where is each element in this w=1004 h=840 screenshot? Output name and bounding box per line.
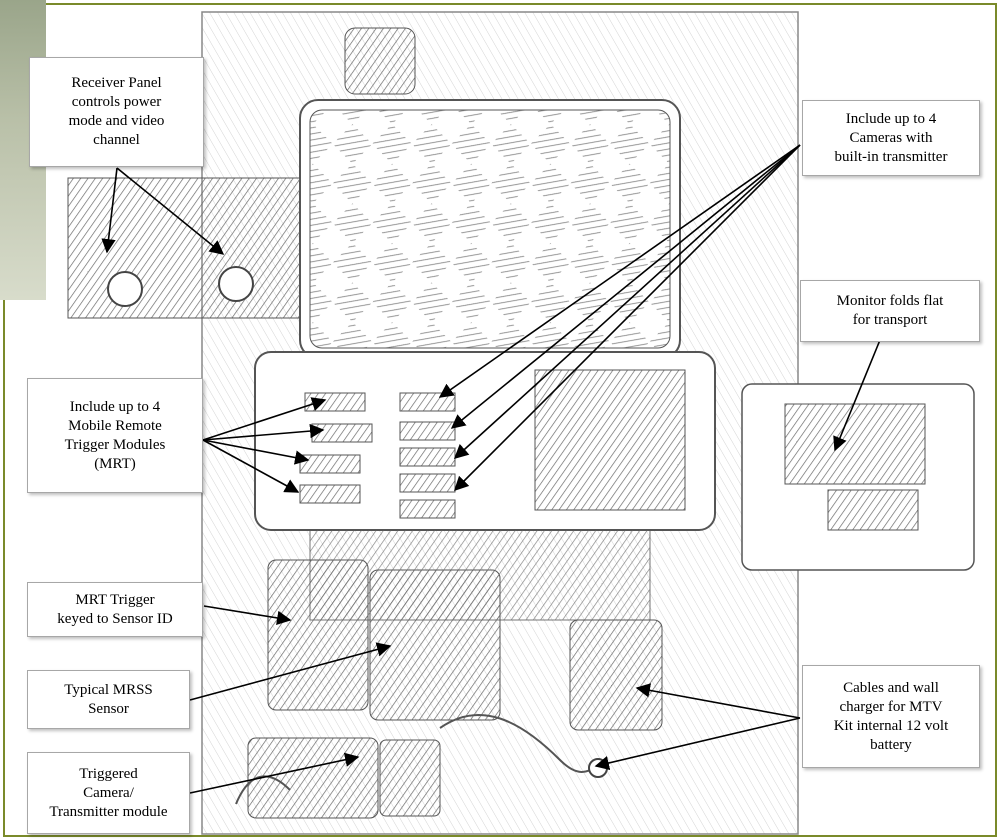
camera-slot [399, 392, 456, 412]
arrow [594, 717, 801, 771]
arrow [453, 144, 801, 459]
arrow [635, 683, 801, 719]
mrt-slot [304, 392, 366, 412]
figure-frame [3, 3, 997, 837]
callout-cameras: Include up to 4 Cameras with built-in tr… [802, 100, 980, 176]
callout-monitor: Monitor folds flat for transport [800, 280, 980, 342]
arrow [202, 439, 310, 465]
arrow [189, 642, 392, 701]
callout-triggered-camera: Triggered Camera/ Transmitter module [27, 752, 190, 834]
lid-foam [309, 109, 671, 349]
camera-slot [399, 421, 456, 441]
arrow [202, 439, 300, 493]
arrow [453, 144, 801, 492]
case-lower-body [309, 529, 651, 621]
callout-mrt-modules: Include up to 4 Mobile Remote Trigger Mo… [27, 378, 203, 493]
receiver-panel [67, 177, 301, 319]
callout-receiver-panel: Receiver Panel controls power mode and v… [29, 57, 204, 167]
arrow [203, 605, 292, 626]
monitor-screen [534, 369, 686, 511]
case-handle [344, 27, 416, 95]
callout-arrows [101, 144, 881, 794]
arrow [116, 167, 225, 255]
battery-charger [569, 619, 663, 731]
cable [235, 775, 291, 805]
mrt-slot [311, 423, 373, 443]
camera-slot [399, 447, 456, 467]
arrow [450, 144, 801, 429]
callout-mrss-sensor: Typical MRSS Sensor [27, 670, 190, 729]
camera-slot [399, 473, 456, 493]
triggered-camera-device [247, 737, 379, 819]
arrow [833, 339, 881, 452]
callout-cables: Cables and wall charger for MTV Kit inte… [802, 665, 980, 768]
arrow [202, 423, 325, 441]
receiver-knob-left [107, 271, 143, 307]
mrt-slot [299, 484, 361, 504]
callout-mrt-trigger: MRT Trigger keyed to Sensor ID [27, 582, 203, 637]
arrow [189, 752, 360, 794]
receiver-knob-right [218, 266, 254, 302]
mrt-slot [299, 454, 361, 474]
arrow [438, 144, 801, 398]
arrow [202, 397, 327, 441]
arrow [101, 167, 118, 254]
